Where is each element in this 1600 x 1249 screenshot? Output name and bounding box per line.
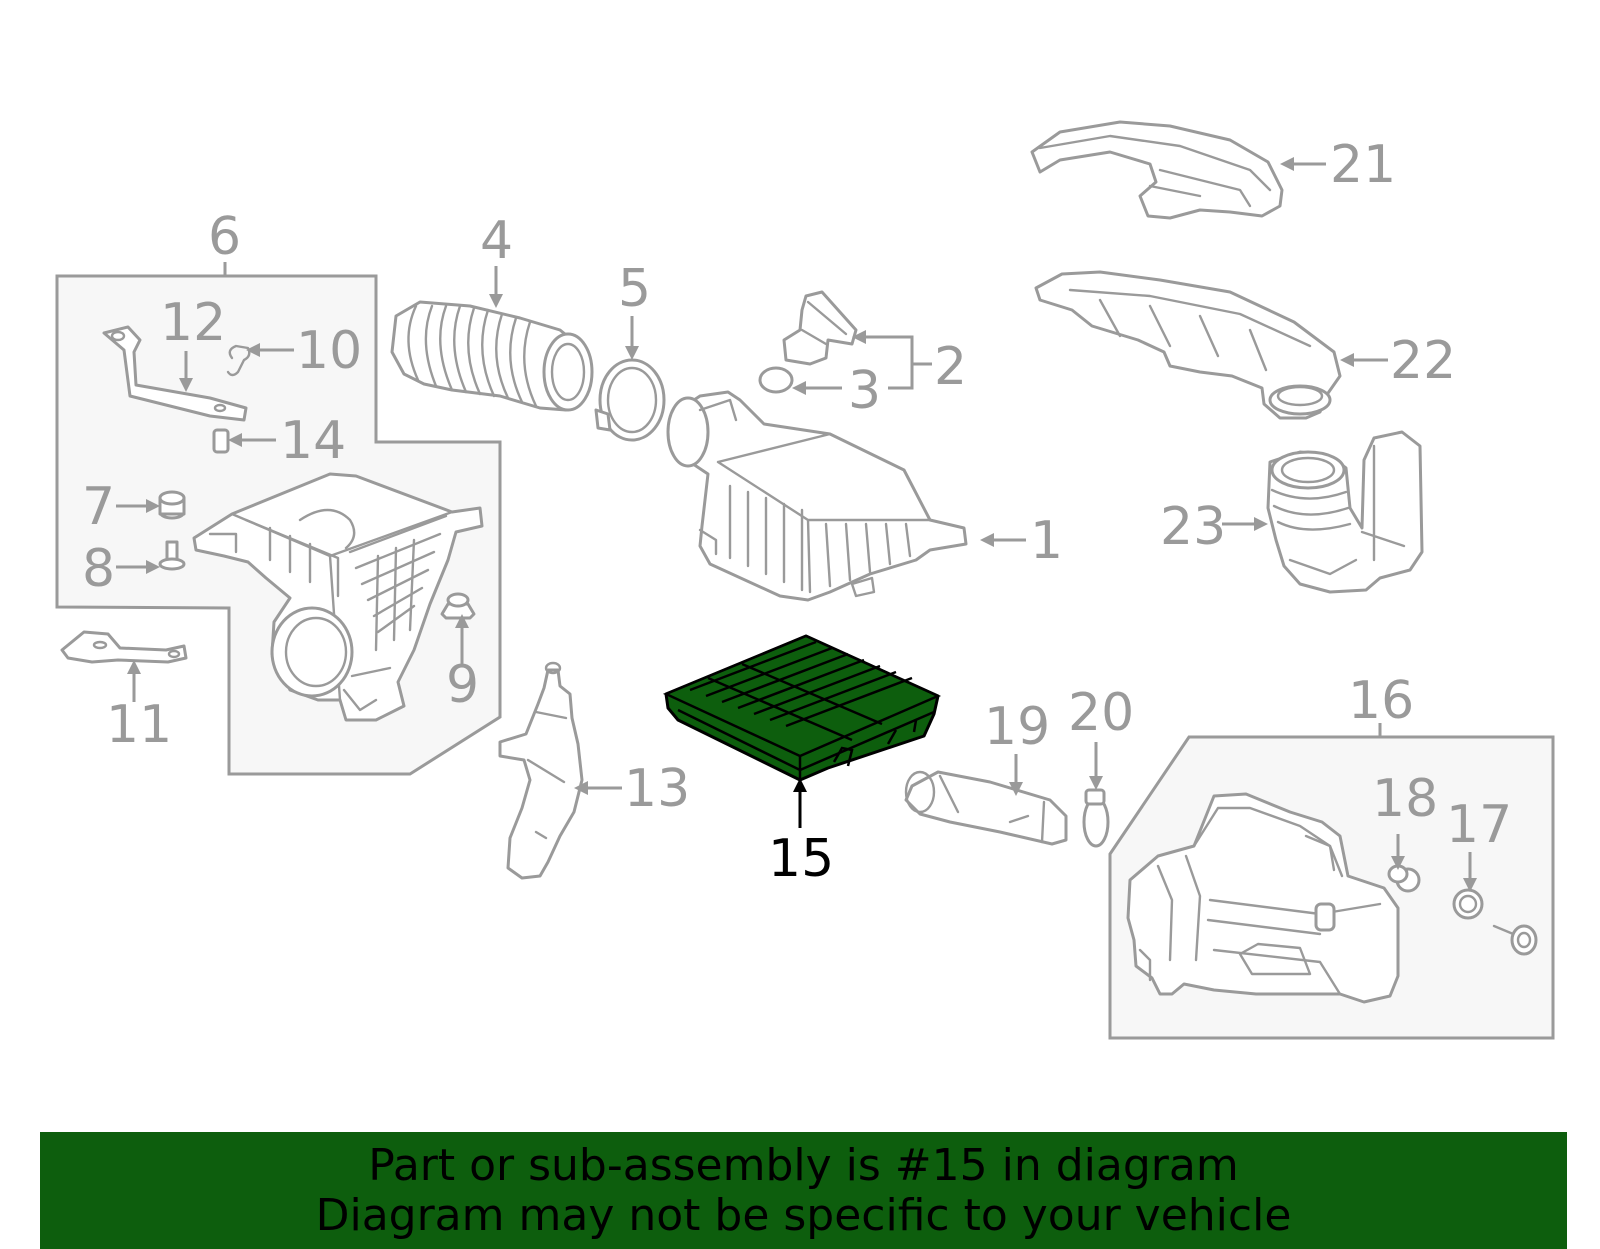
callout-19: 19 [984, 697, 1050, 757]
callout-10: 10 [296, 321, 362, 381]
air-cleaner-upper-cover [666, 390, 968, 602]
callout-4: 4 [480, 211, 513, 271]
callout-21: 21 [1330, 135, 1396, 195]
callout-17: 17 [1446, 795, 1512, 855]
callout-20: 20 [1068, 683, 1134, 743]
callout-6: 6 [208, 207, 241, 267]
intake-duct-4 [390, 300, 594, 412]
callout-2: 2 [934, 337, 967, 397]
callout-18: 18 [1372, 769, 1438, 829]
sensor-2 [782, 290, 858, 366]
callout-8: 8 [82, 539, 115, 599]
callout-15: 15 [768, 829, 834, 889]
resonator-housing [1126, 792, 1400, 1004]
mount-9 [440, 592, 476, 620]
callout-23: 23 [1160, 497, 1226, 557]
support-13 [498, 661, 584, 880]
callout-16: 16 [1348, 671, 1414, 731]
callout-22: 22 [1390, 331, 1456, 391]
clamp-5 [594, 358, 666, 442]
callout-13: 13 [624, 759, 690, 819]
o-ring-3 [758, 366, 794, 394]
callout-11: 11 [106, 695, 172, 755]
hose-19 [904, 770, 1068, 846]
grommet-14 [212, 428, 230, 454]
air-filter-15 [662, 634, 942, 782]
resonator-duct-23 [1266, 430, 1424, 594]
banner-line-1: Part or sub-assembly is #15 in diagram [368, 1139, 1239, 1191]
banner-line-2: Diagram may not be specific to your vehi… [315, 1189, 1292, 1241]
callout-1: 1 [1030, 511, 1063, 571]
clip-10 [226, 344, 251, 377]
callout-3: 3 [848, 361, 881, 421]
callout-9: 9 [446, 655, 479, 715]
info-banner: Part or sub-assembly is #15 in diagram D… [40, 1132, 1567, 1249]
air-cleaner-lower-housing [192, 472, 484, 722]
grommet-18 [1387, 864, 1421, 893]
bracket-12 [102, 325, 248, 422]
clamp-20 [1082, 788, 1110, 848]
bracket-11 [60, 630, 188, 664]
callout-14: 14 [280, 411, 346, 471]
callout-12: 12 [160, 293, 226, 353]
bolt [1492, 924, 1538, 956]
bushing-17 [1452, 888, 1484, 920]
callout-7: 7 [82, 477, 115, 537]
bushing-7 [158, 490, 186, 520]
pin-8 [158, 540, 186, 571]
duct-21 [1030, 120, 1284, 220]
duct-22 [1034, 270, 1342, 420]
callout-5: 5 [618, 259, 651, 319]
